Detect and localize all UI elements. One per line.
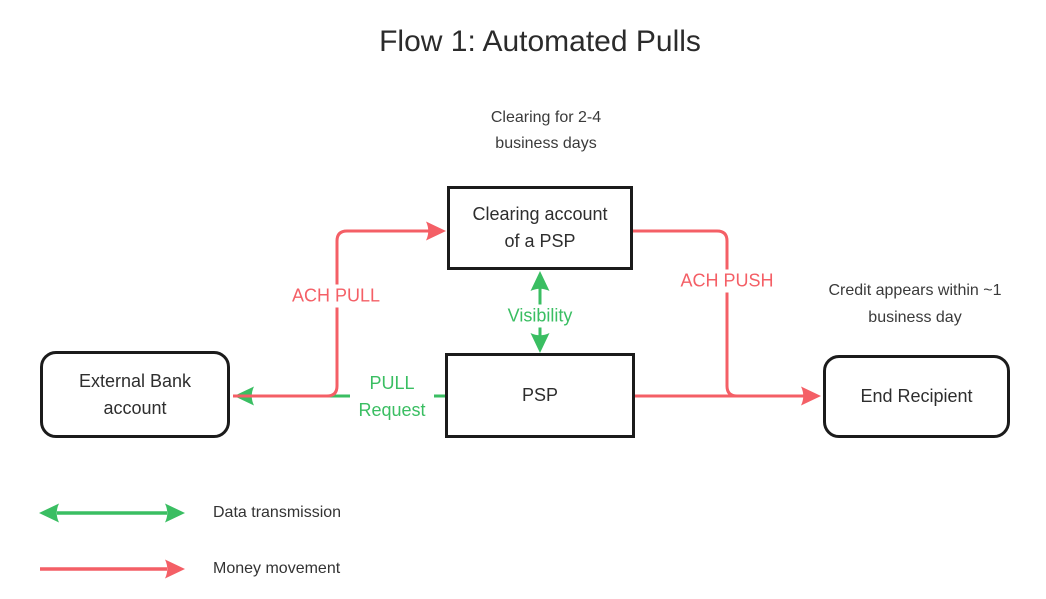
legend-red-arrowhead-icon	[165, 559, 185, 579]
node-clearing-account: Clearing account of a PSP	[447, 186, 633, 270]
legend-green-left-arrowhead-icon	[39, 503, 59, 523]
node-external-bank-account: External Bank account	[40, 351, 230, 438]
ach-push-arrowhead-icon	[801, 386, 821, 406]
ach-pull-arrowhead-icon	[426, 221, 446, 241]
edge-label-ach-pull: ACH PULL	[287, 284, 385, 308]
node-psp-label: PSP	[521, 385, 559, 405]
node-external-bank-account-label: External Bank account	[78, 370, 192, 418]
legend-label-money-movement: Money movement	[213, 560, 341, 577]
visibility-down-arrowhead-icon	[530, 333, 550, 353]
node-clearing-account-label: Clearing account of a PSP	[472, 204, 608, 251]
ach-push-line	[633, 229, 806, 398]
edge-label-pull-request: PULL Request	[350, 369, 434, 425]
legend-label-data-transmission: Data transmission	[213, 504, 342, 521]
edge-label-ach-push: ACH PUSH	[676, 269, 778, 293]
node-end-recipient: End Recipient	[823, 355, 1010, 438]
credit-time-note: Credit appears within ~1 business day	[828, 282, 1002, 326]
edge-ach-push	[633, 229, 821, 406]
visibility-up-arrowhead-icon	[530, 271, 550, 291]
legend-green-right-arrowhead-icon	[165, 503, 185, 523]
clearing-time-note: Clearing for 2-4 business days	[490, 109, 602, 152]
edge-label-visibility: Visibility	[503, 304, 577, 328]
legend-money-movement-arrow	[40, 559, 185, 579]
legend-data-transmission-arrow	[39, 503, 185, 523]
node-end-recipient-label: End Recipient	[860, 386, 973, 406]
diagram-title: Flow 1: Automated Pulls	[379, 25, 701, 58]
node-psp: PSP	[445, 353, 635, 438]
pull-request-arrowhead-icon	[234, 386, 254, 406]
